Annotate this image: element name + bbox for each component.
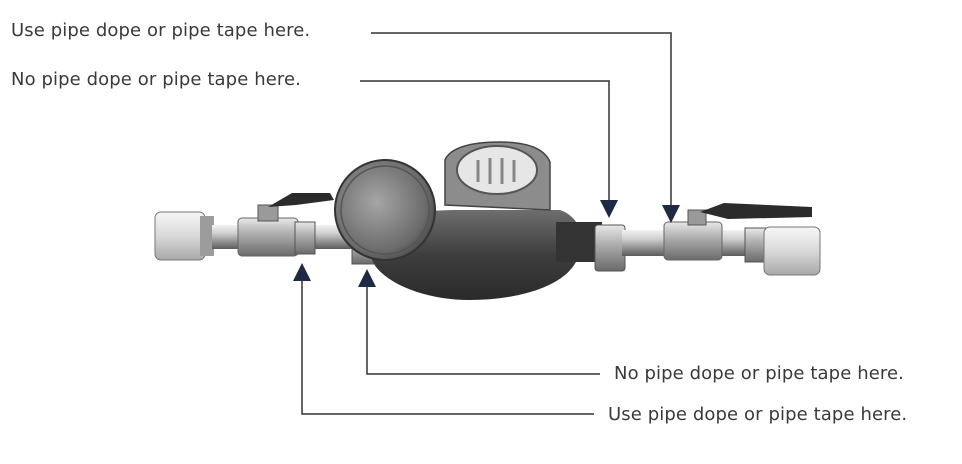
meter-lid — [334, 159, 436, 261]
left-end-cap — [154, 211, 206, 261]
arrow-heads — [293, 200, 680, 287]
left-valve-handle — [268, 193, 334, 207]
callout-no-dope-top: No pipe dope or pipe tape here. — [11, 69, 301, 90]
arrow-head-bottom-2 — [293, 263, 311, 281]
leader-line-top-2 — [360, 80, 610, 202]
right-end-cap — [763, 226, 821, 276]
callout-use-dope-top: Use pipe dope or pipe tape here. — [11, 20, 311, 41]
arrow-head-top-1 — [662, 205, 680, 223]
arrow-head-bottom-1 — [358, 269, 376, 287]
callout-use-dope-bottom: Use pipe dope or pipe tape here. — [608, 404, 908, 425]
water-meter-illustration — [154, 141, 821, 300]
right-coupling — [594, 224, 626, 272]
arrow-head-top-2 — [600, 200, 618, 218]
callout-no-dope-bottom: No pipe dope or pipe tape here. — [614, 363, 904, 384]
leader-line-top-1 — [371, 32, 672, 207]
left-valve — [237, 217, 299, 257]
leader-line-bottom-2 — [301, 279, 594, 415]
leader-line-bottom-1 — [366, 285, 600, 375]
left-coupling — [294, 221, 316, 255]
leader-lines — [301, 32, 672, 415]
right-valve-handle — [700, 203, 812, 219]
right-valve — [663, 221, 723, 261]
